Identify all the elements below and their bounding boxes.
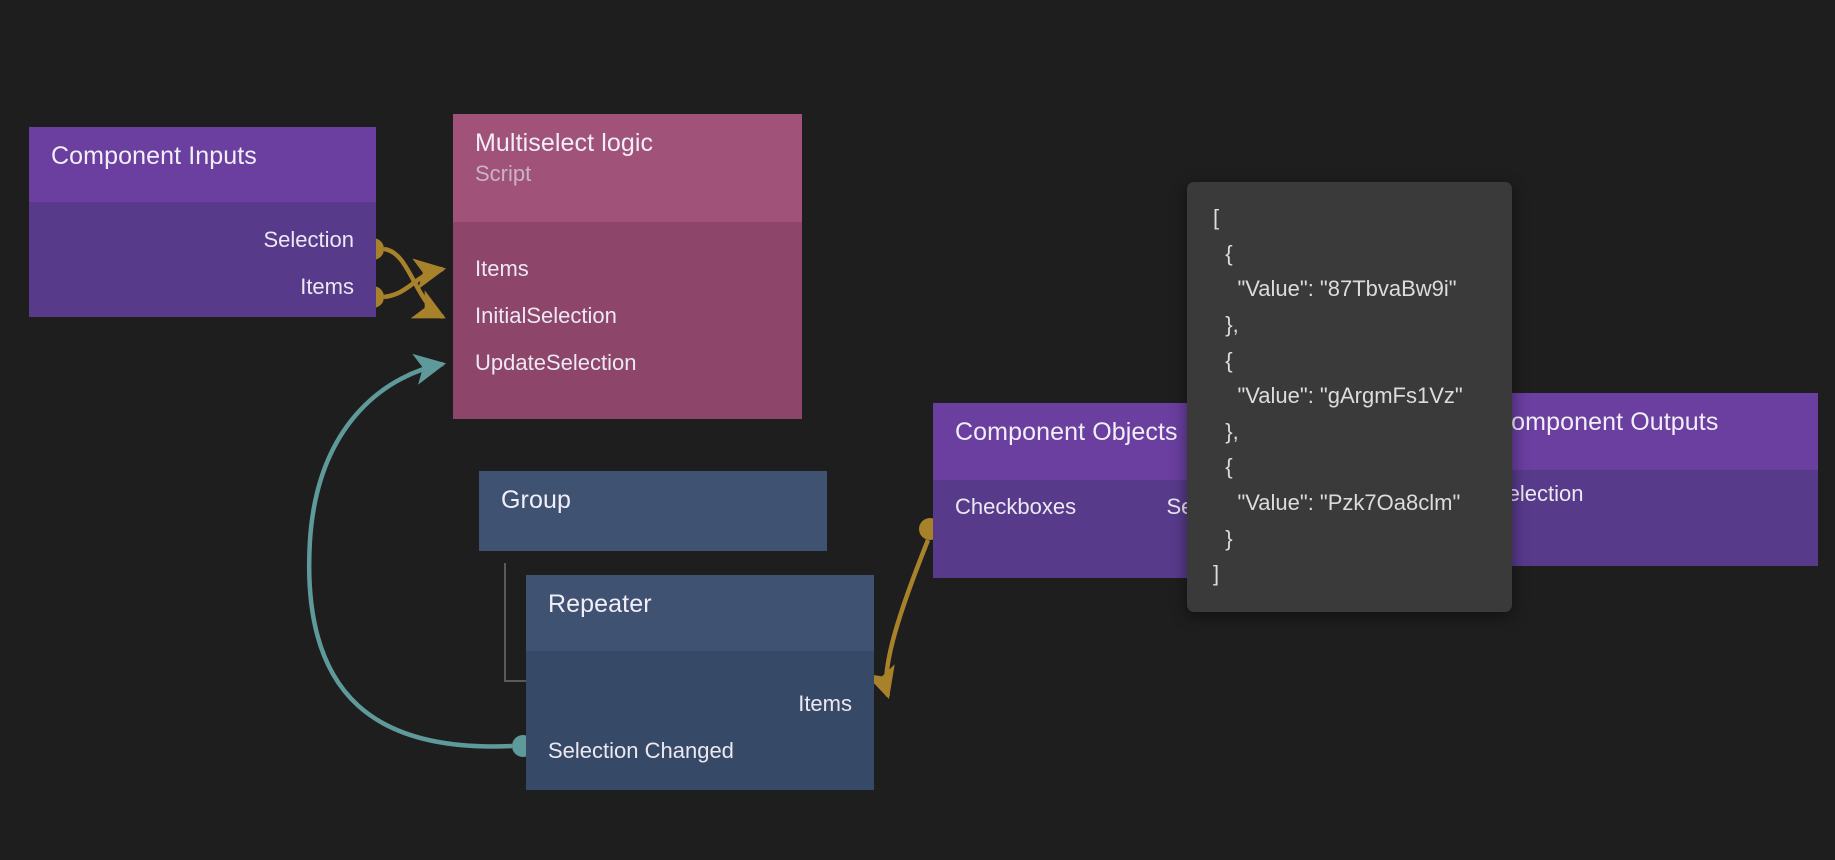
node-header-group[interactable]: Group: [479, 471, 827, 551]
port-in-items[interactable]: Items: [526, 680, 874, 727]
node-group[interactable]: Group: [479, 471, 827, 551]
port-in-updateselection[interactable]: UpdateSelection: [453, 339, 802, 386]
port-label: UpdateSelection: [475, 349, 637, 375]
node-header-multiselect-logic[interactable]: Multiselect logic Script: [453, 114, 802, 222]
node-title: Component Inputs: [51, 142, 257, 170]
port-label-checkboxes: Checkboxes: [955, 493, 1077, 519]
node-title: Component Outputs: [1493, 408, 1719, 436]
port-in-selection[interactable]: Selection: [1471, 470, 1818, 517]
node-subtitle: Script: [475, 160, 532, 186]
port-out-selection[interactable]: Selection: [29, 216, 376, 263]
value-tooltip: [ { "Value": "87TbvaBw9i" }, { "Value": …: [1187, 182, 1512, 612]
port-out-selection-changed[interactable]: Selection Changed: [526, 727, 874, 774]
wire-selectionchanged-to-updateselection: [306, 353, 534, 757]
node-title: Component Objects: [955, 418, 1178, 446]
node-header-component-inputs[interactable]: Component Inputs: [29, 127, 376, 202]
port-label: Selection: [1493, 480, 1584, 506]
node-repeater[interactable]: Repeater Items Selection Changed: [526, 575, 874, 790]
port-label: Selection Changed: [548, 737, 734, 763]
group-repeater-tree-connector: [504, 563, 528, 682]
node-body-multiselect-logic: Items InitialSelection UpdateSelection: [453, 222, 802, 419]
port-in-initialselection[interactable]: InitialSelection: [453, 292, 802, 339]
node-title: Repeater: [548, 590, 652, 618]
node-header-repeater[interactable]: Repeater: [526, 575, 874, 651]
node-body-component-outputs: Selection: [1471, 470, 1818, 566]
tooltip-json-text: [ { "Value": "87TbvaBw9i" }, { "Value": …: [1213, 205, 1463, 587]
node-component-outputs[interactable]: Component Outputs Selection: [1471, 393, 1818, 566]
node-multiselect-logic[interactable]: Multiselect logic Script Items InitialSe…: [453, 114, 802, 419]
node-component-inputs[interactable]: Component Inputs Selection Items: [29, 127, 376, 317]
port-label: Items: [475, 255, 529, 281]
node-body-component-inputs: Selection Items: [29, 202, 376, 317]
port-label: Selection: [263, 226, 354, 252]
node-title: Multiselect logic: [475, 129, 654, 157]
node-body-repeater: Items Selection Changed: [526, 651, 874, 790]
port-label: Items: [798, 690, 852, 716]
port-out-items[interactable]: Items: [29, 263, 376, 310]
port-in-items[interactable]: Items: [453, 245, 802, 292]
node-title: Group: [501, 486, 571, 514]
port-label: InitialSelection: [475, 302, 617, 328]
port-label: Items: [300, 273, 354, 299]
node-header-component-outputs[interactable]: Component Outputs: [1471, 393, 1818, 470]
